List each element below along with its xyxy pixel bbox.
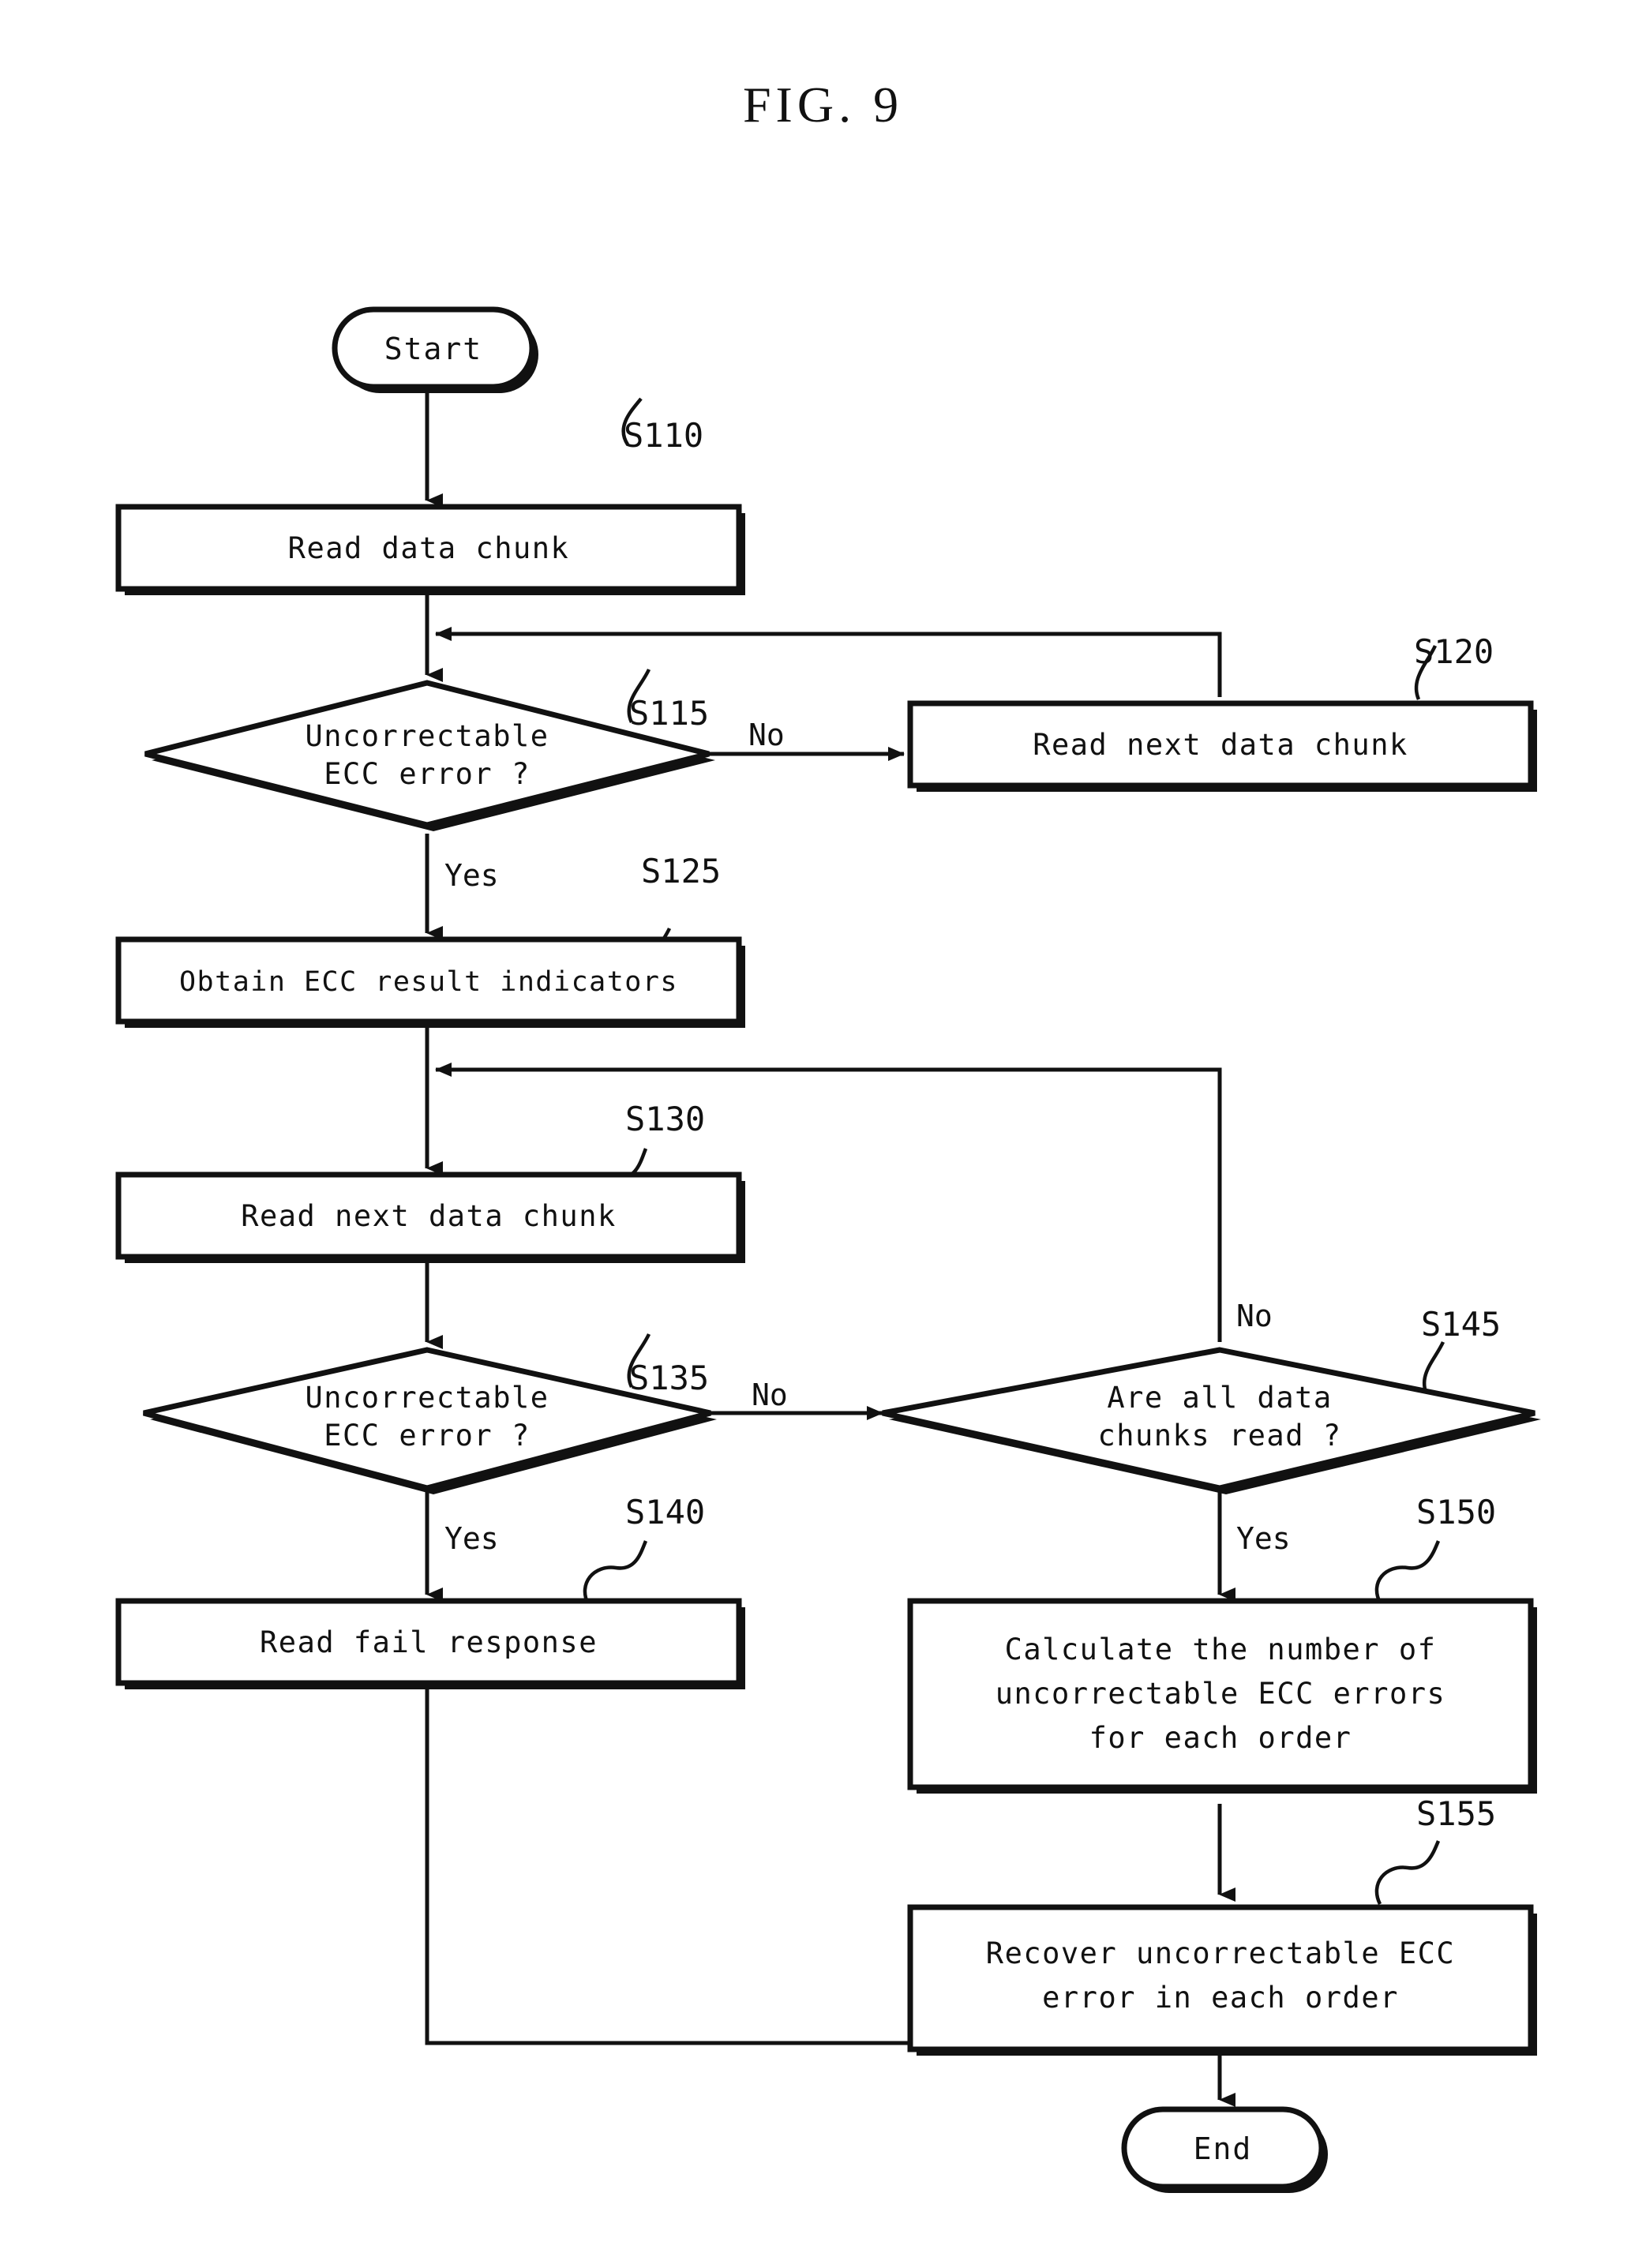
ref-label-s130: S130: [625, 1100, 705, 1138]
edge-label-s135-no: No: [752, 1378, 788, 1412]
node-s145-line2: chunks read ?: [1097, 1419, 1341, 1453]
node-s140[interactable]: Read fail response: [115, 1598, 745, 1689]
node-end-label: End: [1194, 2131, 1253, 2166]
leader-s135: [627, 1333, 651, 1388]
node-s130[interactable]: Read next data chunk: [115, 1171, 745, 1263]
node-s150-line1: Calculate the number of: [1005, 1633, 1437, 1666]
node-s125-label: Obtain ECC result indicators: [179, 966, 678, 998]
connector-s120-loopback: [435, 627, 1222, 697]
figure-title: FIG. 9: [742, 77, 904, 133]
node-s155[interactable]: Recover uncorrectable ECC error in each …: [907, 1904, 1537, 2056]
ref-label-s115: S115: [629, 694, 709, 733]
ref-label-s145: S145: [1421, 1305, 1501, 1344]
node-end[interactable]: End: [1121, 2106, 1328, 2193]
node-s155-line2: error in each order: [1042, 1981, 1399, 2015]
node-s150-line3: for each order: [1089, 1721, 1352, 1755]
leader-s145: [1422, 1341, 1445, 1397]
ref-label-s120: S120: [1414, 632, 1494, 671]
ref-label-s140: S140: [625, 1493, 705, 1531]
leader-s150: [1374, 1540, 1441, 1604]
leader-s155: [1374, 1840, 1441, 1906]
node-s135-line1: Uncorrectable: [305, 1381, 549, 1415]
ref-label-s110: S110: [624, 416, 703, 455]
leader-s110: [621, 397, 643, 446]
node-s115-line2: ECC error ?: [324, 757, 531, 791]
edge-label-s145-yes: Yes: [1236, 1521, 1291, 1556]
node-s110-label: Read data chunk: [288, 531, 570, 565]
node-s115[interactable]: Uncorrectable ECC error ?: [144, 680, 715, 831]
ref-label-s125: S125: [641, 852, 721, 890]
node-s150[interactable]: Calculate the number of uncorrectable EC…: [907, 1598, 1537, 1794]
node-s150-line2: uncorrectable ECC errors: [995, 1677, 1446, 1711]
ref-label-s155: S155: [1416, 1794, 1496, 1833]
edge-label-s115-yes: Yes: [444, 858, 499, 893]
node-start-label: Start: [384, 332, 482, 366]
node-s135-line2: ECC error ?: [324, 1419, 531, 1453]
edge-label-s135-yes: Yes: [444, 1521, 499, 1556]
ref-label-s150: S150: [1416, 1493, 1496, 1531]
node-s135[interactable]: Uncorrectable ECC error ?: [143, 1347, 717, 1494]
leader-s120: [1414, 645, 1438, 700]
leader-s115: [627, 669, 651, 723]
edge-label-s145-no: No: [1236, 1299, 1273, 1333]
leader-s140: [583, 1540, 648, 1606]
node-s140-label: Read fail response: [260, 1625, 598, 1659]
node-s110[interactable]: Read data chunk: [115, 504, 745, 595]
node-s125[interactable]: Obtain ECC result indicators: [115, 936, 745, 1028]
node-s155-line1: Recover uncorrectable ECC: [986, 1936, 1455, 1970]
connector-s145-no-loopback: [435, 1063, 1222, 1342]
node-s120-label: Read next data chunk: [1033, 728, 1408, 762]
node-s115-line1: Uncorrectable: [305, 719, 549, 753]
node-s145-line1: Are all data: [1107, 1381, 1332, 1415]
edge-label-s115-no: No: [748, 718, 785, 752]
node-s130-label: Read next data chunk: [241, 1199, 617, 1233]
node-start[interactable]: Start: [332, 306, 538, 393]
ref-label-s135: S135: [629, 1359, 709, 1397]
node-s145[interactable]: Are all data chunks read ?: [882, 1347, 1541, 1494]
node-s120[interactable]: Read next data chunk: [907, 700, 1537, 792]
